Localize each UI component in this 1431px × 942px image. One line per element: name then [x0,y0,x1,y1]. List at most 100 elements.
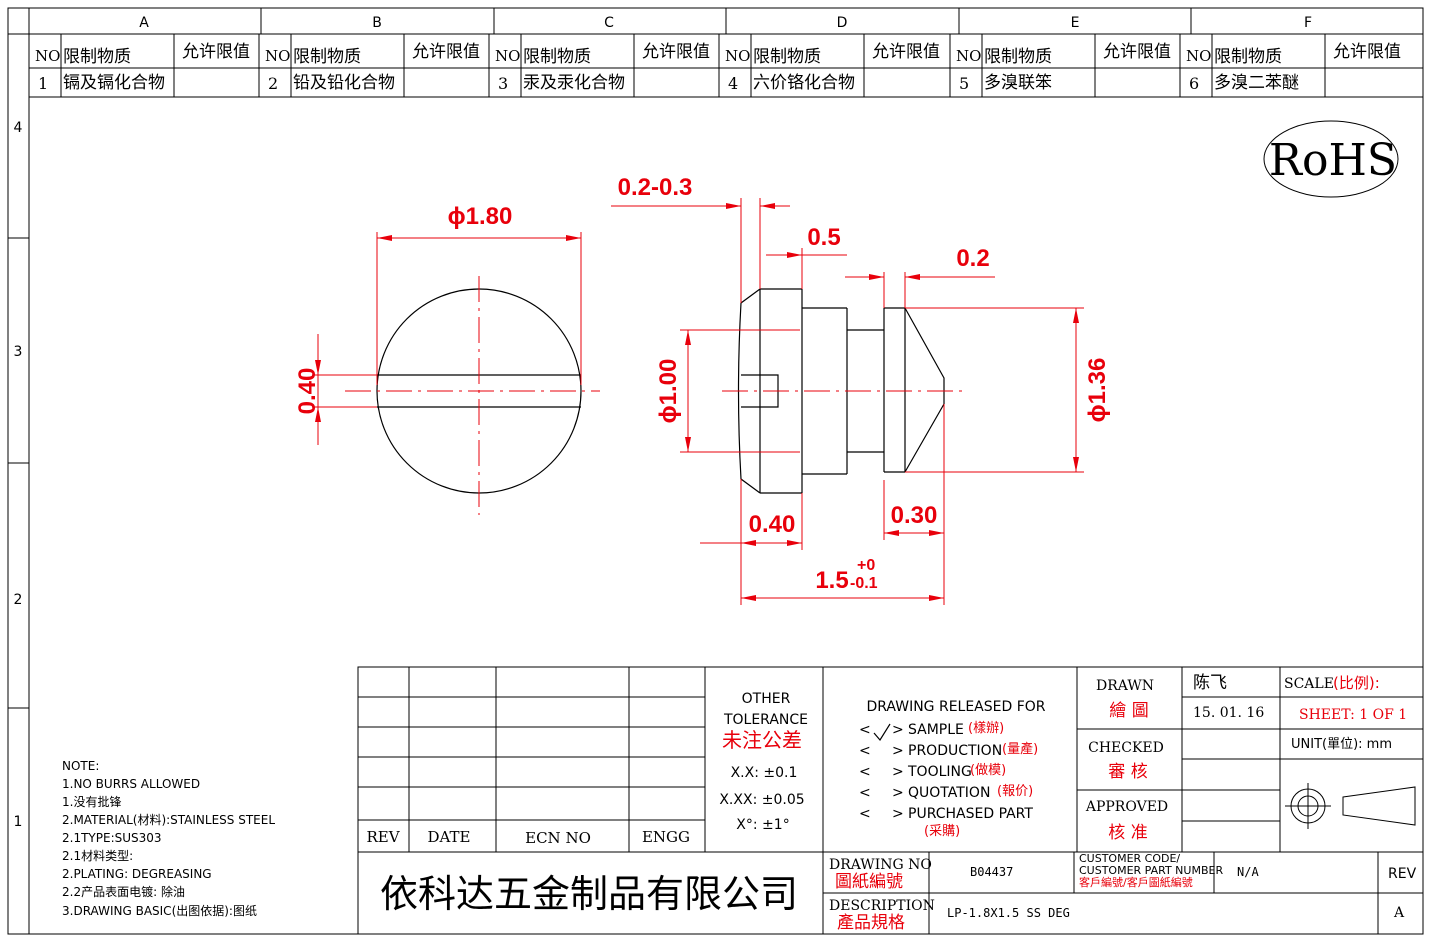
checkmark-icon [873,723,891,742]
drawn-label: DRAWN [1096,678,1154,694]
col-label-e: E [1071,15,1080,31]
svg-text:>: > [892,806,904,822]
col-label-a: A [139,15,149,31]
hdr-limit-5: 允许限值 [1103,42,1171,62]
row-label-1: 1 [14,814,23,830]
sub-name-2: 铅及铅化合物 [293,73,395,93]
row-label-4: 4 [14,120,23,136]
svg-text:>: > [892,764,904,780]
dim-head-040: 0.40 [749,511,796,538]
sheet-border [7,7,1424,935]
hdr-limit-1: 允许限值 [182,42,250,62]
dim-tip-030: 0.30 [891,502,938,529]
hdr-no-2: NO [265,47,290,65]
date-col-header: DATE [428,828,471,846]
release-title: DRAWING RELEASED FOR [866,699,1045,715]
company-name: 依科达五金制品有限公司 [380,872,798,916]
tolerance-angle: X°: ±1° [736,817,789,833]
dim-slot-040: 0.40 [294,368,321,415]
sub-no-4: 4 [728,74,738,93]
release-quotation: QUOTATION [908,785,990,801]
sub-name-5: 多溴联笨 [984,73,1052,93]
hdr-no-5: NO [956,47,981,65]
col-label-f: F [1304,15,1312,31]
note-line-7: 2.2产品表面电镀: 除油 [62,884,185,899]
sub-name-1: 镉及镉化合物 [63,73,165,93]
hdr-name-3: 限制物质 [523,47,591,67]
notes-title: NOTE: [62,759,99,773]
release-purchased-cn: (采購) [924,824,960,839]
hdr-name-1: 限制物质 [63,47,131,67]
dim-groove-02: 0.2 [956,245,989,272]
drawing-no-value: B04437 [970,865,1013,879]
description-label: DESCRIPTION [829,898,935,914]
hdr-name-6: 限制物质 [1214,47,1282,67]
sub-name-3: 汞及汞化合物 [523,73,625,93]
front-view: ϕ1.80 0.40 [294,203,600,515]
checked-label-cn: 審 核 [1108,762,1147,782]
svg-text:<: < [859,785,871,801]
title-block: REV DATE ECN NO ENGG OTHER TOLERANCE 未注公… [357,666,1424,935]
dim-length-tol-upper: +0 [857,557,875,574]
note-line-3: 2.MATERIAL(材料):STAINLESS STEEL [62,813,275,827]
rev-value: A [1393,905,1405,921]
tolerance-title-cn: 未注公差 [722,728,802,752]
hdr-no-3: NO [495,47,520,65]
note-line-4: 2.1TYPE:SUS303 [62,831,162,845]
sub-no-5: 5 [959,74,969,93]
scale-label: SCALE [1284,676,1334,692]
customer-label-cn: 客戶編號/客戶圖紙編號 [1079,875,1193,889]
row-label-2: 2 [14,592,23,608]
release-tooling: TOOLING [907,764,972,780]
dim-head-chamfer: 0.2-0.3 [618,174,693,201]
customer-label-1: CUSTOMER CODE/ [1079,852,1180,865]
release-production: PRODUCTION [908,743,1002,759]
hdr-no-1: NO [35,47,60,65]
sheet-count: SHEET: 1 OF 1 [1299,707,1407,723]
sub-name-6: 多溴二苯醚 [1214,73,1299,93]
drawn-name: 陈飞 [1193,673,1227,693]
engg-col-header: ENGG [642,828,690,846]
release-purchased: PURCHASED PART [908,806,1033,822]
drawing-no-label: DRAWING NO [829,857,932,873]
notes: NOTE: 1.NO BURRS ALLOWED 1.没有批锋 2.MATERI… [62,759,275,918]
tolerance-two-decimal: X.XX: ±0.05 [719,792,804,808]
tolerance-one-decimal: X.X: ±0.1 [731,765,798,781]
release-tooling-cn: (做模) [970,763,1006,778]
svg-text:>: > [892,722,904,738]
approved-label-cn: 核 准 [1108,823,1147,843]
hdr-limit-6: 允许限值 [1333,42,1401,62]
drawn-label-cn: 繪 圖 [1109,701,1148,721]
row-label-3: 3 [14,344,23,360]
note-line-5: 2.1材料类型: [62,849,133,863]
rohs-text: RoHS [1269,135,1397,186]
sub-no-1: 1 [38,74,48,93]
scale-label-cn: (比例): [1333,674,1380,692]
rohs-logo: RoHS [1263,120,1399,198]
drawing-no-label-cn: 圖紙編號 [835,872,903,892]
release-sample: SAMPLE [908,722,964,738]
description-label-cn: 產品規格 [837,913,905,933]
sub-name-4: 六价铬化合物 [753,73,855,93]
svg-text:<: < [859,764,871,780]
drawn-date: 15. 01. 16 [1193,705,1264,721]
hdr-name-4: 限制物质 [753,47,821,67]
release-production-cn: (量產) [1002,741,1038,757]
col-label-d: D [837,15,848,31]
hdr-no-4: NO [725,47,750,65]
hdr-name-2: 限制物质 [293,47,361,67]
tolerance-title-2: TOLERANCE [723,712,808,728]
hdr-limit-4: 允许限值 [872,42,940,62]
dim-diameter-136: ϕ1.36 [1084,358,1111,423]
description-value: LP-1.8X1.5 SS DEG [947,906,1070,920]
dim-head-05: 0.5 [807,224,840,251]
checked-label: CHECKED [1088,740,1164,756]
customer-value: N/A [1237,865,1259,879]
sub-no-6: 6 [1189,74,1199,93]
third-angle-projection-icon [1285,783,1416,829]
rev-col-header: REV [366,828,400,846]
customer-label-2: CUSTOMER PART NUMBER [1079,864,1223,877]
hdr-limit-3: 允许限值 [642,42,710,62]
restricted-substances-table: NO 限制物质 允许限值 NO 限制物质 允许限值 NO 限制物质 允许限值 N… [29,34,1423,98]
release-quotation-cn: (報价) [997,784,1033,799]
